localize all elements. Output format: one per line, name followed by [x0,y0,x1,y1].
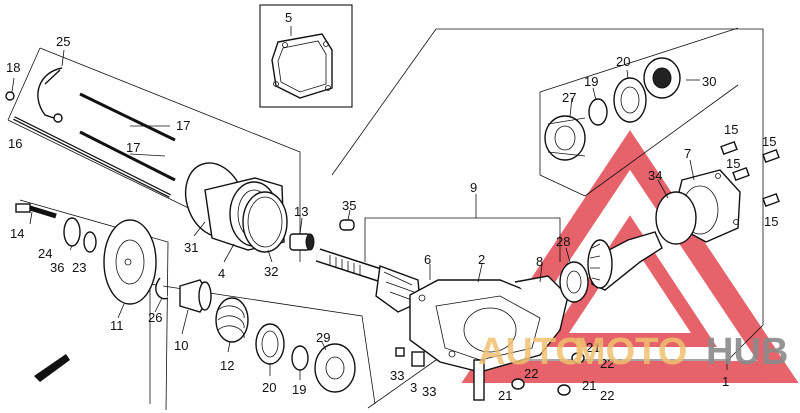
part-label-p21a: 21 [586,340,600,355]
cam-10-drawing [155,277,212,313]
shaft-9-drawing [315,248,421,313]
part-label-p17b: 17 [126,140,140,155]
part-label-p24: 24 [38,246,52,261]
part-label-p29: 29 [316,330,330,345]
group-outlines [7,4,764,411]
bushing-13-drawing [289,233,315,251]
part-label-p21c: 21 [582,378,596,393]
part-label-p36: 36 [50,260,64,275]
ring-gear-drawing [559,231,663,303]
part-label-p17a: 17 [176,118,190,133]
pin-35-drawing [339,219,355,231]
part-label-p26: 26 [148,310,162,325]
part-label-p12: 12 [220,358,234,373]
watermark-text: AUTO MOTO HUB [478,331,788,373]
part-label-p22b: 22 [524,366,538,381]
watermark-hub: HUB [706,331,788,373]
part-label-p3: 3 [410,380,417,395]
lower-bearings-drawing [215,297,356,393]
gasket-5-drawing [271,33,333,99]
bolts-15-drawing [720,140,780,208]
part-label-p14: 14 [10,226,24,241]
part-label-p33a: 33 [390,368,404,383]
watermark-moto: MOTO [574,331,687,373]
part-label-p16: 16 [8,136,22,151]
part-label-p28: 28 [556,234,570,249]
part-label-p15d: 15 [764,214,778,229]
part-label-p13: 13 [294,204,308,219]
part-label-p32: 32 [264,264,278,279]
watermark-auto: AUTO [478,331,585,373]
part-label-p34: 34 [648,168,662,183]
part-label-p4: 4 [218,266,225,281]
part-label-p7: 7 [684,146,691,161]
rods-drawing [13,92,176,198]
cover-7-drawing [655,169,741,245]
part-label-p35: 35 [342,198,356,213]
part-label-p18: 18 [6,60,20,75]
part-label-p22c: 22 [600,388,614,403]
part-label-p15b: 15 [762,134,776,149]
bearings-upper-drawing [544,57,681,161]
housing-4-drawing [184,162,288,253]
part-label-p10: 10 [174,338,188,353]
part-label-p19a: 19 [584,74,598,89]
direction-arrow [34,354,70,382]
part-label-p20a: 20 [616,54,630,69]
part-label-p9: 9 [470,180,477,195]
part-label-p11: 11 [110,318,124,333]
part-label-p6: 6 [424,252,431,267]
part-label-p25: 25 [56,34,70,49]
part-label-p33b: 33 [422,384,436,399]
clip-25-drawing [5,67,63,123]
part-label-p23: 23 [72,260,86,275]
part-label-p21b: 21 [498,388,512,403]
part-label-p2: 2 [478,252,485,267]
part-label-p20b: 20 [262,380,276,395]
plugs-drawing [395,347,585,396]
leader-lines [11,26,728,380]
part-label-p31: 31 [184,240,198,255]
part-label-p5: 5 [285,10,292,25]
part-number-labels: 1234567891011121314151515151617171819192… [6,10,778,403]
part-label-p15c: 15 [726,156,740,171]
part-label-p30: 30 [702,74,716,89]
part-label-p15a: 15 [724,122,738,137]
case-2-drawing [409,275,569,401]
part-label-p22a: 22 [600,356,614,371]
gear-11-drawing [15,203,157,305]
part-label-p8: 8 [536,254,543,269]
part-label-p27: 27 [562,90,576,105]
part-label-p19b: 19 [292,382,306,397]
part-label-p1: 1 [722,374,729,389]
